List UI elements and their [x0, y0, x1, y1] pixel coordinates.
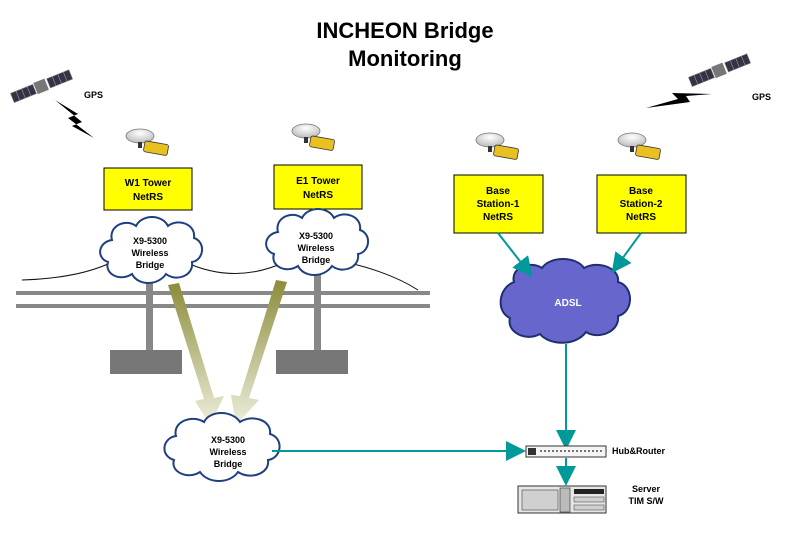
bridge-bottom-line3: Bridge	[214, 459, 243, 469]
gps-label-left: GPS	[84, 90, 103, 100]
hub-router-label: Hub&Router	[612, 446, 665, 456]
bridge-right-line3: Bridge	[302, 255, 331, 265]
server-icon	[517, 485, 607, 514]
station-base1-line1: Base	[486, 186, 510, 197]
station-w1-line1: W1 Tower	[125, 178, 172, 189]
gps-receiver-icon-base1	[475, 132, 519, 160]
station-base1-line3: NetRS	[483, 212, 513, 223]
station-base2-line1: Base	[629, 186, 653, 197]
satellite-icon-left	[10, 69, 74, 104]
adsl-cloud: ADSL	[499, 258, 631, 344]
station-box-w1: W1 Tower NetRS	[103, 167, 193, 211]
lightning-icon-right	[646, 93, 712, 108]
bridge-left-line1: X9-5300	[133, 236, 167, 246]
adsl-label: ADSL	[554, 298, 581, 309]
gps-label-right: GPS	[752, 92, 771, 102]
station-e1-line2: NetRS	[303, 190, 333, 201]
station-base1-line2: Station-1	[477, 199, 520, 210]
wireless-bridge-cloud-left: X9-5300 Wireless Bridge	[99, 216, 203, 284]
server-label-line1: Server	[632, 484, 661, 494]
wireless-link-right	[231, 280, 287, 425]
gps-receiver-icon-w1	[125, 128, 169, 156]
station-box-e1: E1 Tower NetRS	[273, 164, 363, 210]
gps-receiver-icon-e1	[291, 123, 335, 151]
station-e1-line1: E1 Tower	[296, 176, 340, 187]
satellite-icon-right	[688, 53, 752, 88]
station-w1-line2: NetRS	[133, 192, 163, 203]
bridge-right-line1: X9-5300	[299, 231, 333, 241]
bridge-structure	[16, 261, 430, 374]
bridge-left-line2: Wireless	[132, 248, 169, 258]
network-links	[272, 232, 642, 486]
gps-receiver-icon-base2	[617, 132, 661, 160]
station-base2-line2: Station-2	[620, 199, 663, 210]
bridge-left-line3: Bridge	[136, 260, 165, 270]
station-base2-line3: NetRS	[626, 212, 656, 223]
hub-router-icon	[525, 445, 607, 458]
station-box-base2: Base Station-2 NetRS	[596, 174, 687, 234]
wireless-link-left	[168, 283, 224, 425]
bridge-right-line2: Wireless	[298, 243, 335, 253]
wireless-bridge-cloud-right: X9-5300 Wireless Bridge	[265, 208, 369, 276]
station-box-base1: Base Station-1 NetRS	[453, 174, 544, 234]
diagram-title-line1: INCHEON Bridge	[316, 18, 493, 43]
bridge-bottom-line1: X9-5300	[211, 435, 245, 445]
diagram-title-line2: Monitoring	[348, 46, 462, 71]
lightning-icon-left	[55, 100, 94, 138]
server-label-line2: TIM S/W	[629, 496, 664, 506]
wireless-bridge-cloud-bottom: X9-5300 Wireless Bridge	[163, 412, 281, 482]
bridge-bottom-line2: Wireless	[210, 447, 247, 457]
